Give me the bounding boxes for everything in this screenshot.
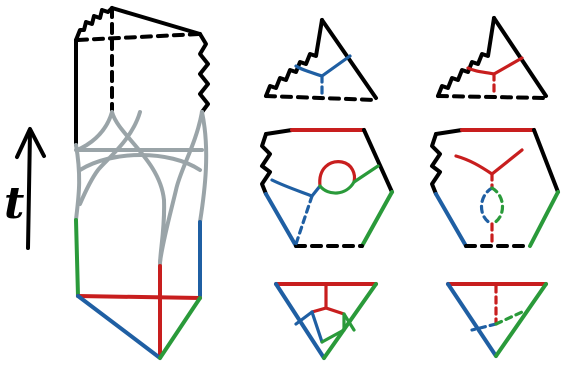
tri-tl-blue-wavy	[294, 64, 324, 78]
tri-br-green-dashed	[494, 310, 524, 326]
hex-mr-top-left-black	[434, 128, 464, 136]
tri-tr-red-right	[492, 56, 524, 76]
tri-bl-green-link	[342, 312, 356, 332]
hex-ml-bottom-right-green	[360, 190, 394, 248]
tri-br-blue-dashed	[470, 322, 498, 332]
hex-ml-left-wavy	[260, 132, 272, 196]
hex-mr-green-bubble	[490, 186, 505, 226]
hex-ml-blue-up	[310, 184, 322, 198]
prism-worldsheet	[74, 6, 210, 360]
hex-mr-red-wavy	[454, 154, 494, 176]
hex-ml-right-black	[362, 128, 394, 194]
gray-line-right	[198, 110, 209, 224]
hex-mr-right-black	[532, 128, 560, 194]
hex-ml-bottom-left-blue	[264, 192, 298, 248]
hex-mr-red-right	[490, 148, 524, 176]
tri-bl-red-top	[310, 306, 346, 316]
prism-right-wavy-edge	[198, 32, 210, 114]
gray-line-right-branch	[158, 110, 204, 264]
hex-mr-blue-bubble	[479, 186, 494, 226]
tri-tl-right-edge	[320, 18, 378, 100]
top-triangle-right	[436, 16, 548, 100]
tri-tl-wavy-edge	[264, 18, 324, 98]
gray-line-branch-left	[74, 110, 114, 152]
hex-ml-green-right	[352, 164, 380, 184]
tri-br-right-green	[494, 282, 548, 358]
bottom-triangle-right	[446, 282, 548, 358]
time-arrow	[15, 127, 46, 250]
gray-line-cross-1	[110, 110, 167, 267]
hex-mr-bottom-right-green	[528, 190, 560, 248]
tri-bl-blue-mid	[310, 310, 324, 344]
tri-tr-red-wavy	[466, 66, 496, 76]
hex-ml-blue-dashed	[294, 194, 314, 246]
middle-hexagon-right	[430, 128, 560, 248]
tri-tr-wavy-edge	[436, 16, 496, 98]
tri-tr-right-edge	[492, 16, 548, 98]
prism-bottom-right-edge-green	[158, 296, 202, 360]
hex-ml-red-loop	[318, 160, 357, 188]
bottom-triangle-left	[274, 282, 378, 360]
tri-tl-blue-right	[320, 54, 352, 78]
prism-bottom-left-edge-blue	[76, 294, 162, 360]
prism-top-wavy-edge	[74, 6, 114, 42]
gray-line-left	[74, 143, 82, 222]
hex-ml-top-left-black	[264, 128, 294, 136]
prism-top-front-edge	[76, 32, 202, 42]
tri-br-left-blue	[446, 282, 498, 358]
top-triangle-left	[264, 18, 378, 102]
prism-left-edge-green	[74, 218, 80, 298]
tri-bl-blue-link	[294, 310, 314, 326]
hex-ml-blue-wavy	[270, 178, 314, 198]
gray-line-cross-2	[78, 110, 142, 206]
tri-bl-green-bottom	[320, 328, 346, 344]
hex-ml-green-loop	[318, 180, 356, 195]
prism-bottom-back-edge-red	[76, 294, 202, 300]
time-label: t	[4, 178, 24, 229]
prism-top-back-edge	[110, 6, 202, 36]
middle-hexagon-left	[260, 128, 394, 248]
tri-tl-bottom-edge	[264, 94, 378, 102]
hex-mr-bottom-left-blue	[434, 192, 468, 248]
hex-mr-left-wavy	[430, 132, 442, 196]
tri-tr-bottom-edge	[436, 94, 548, 100]
